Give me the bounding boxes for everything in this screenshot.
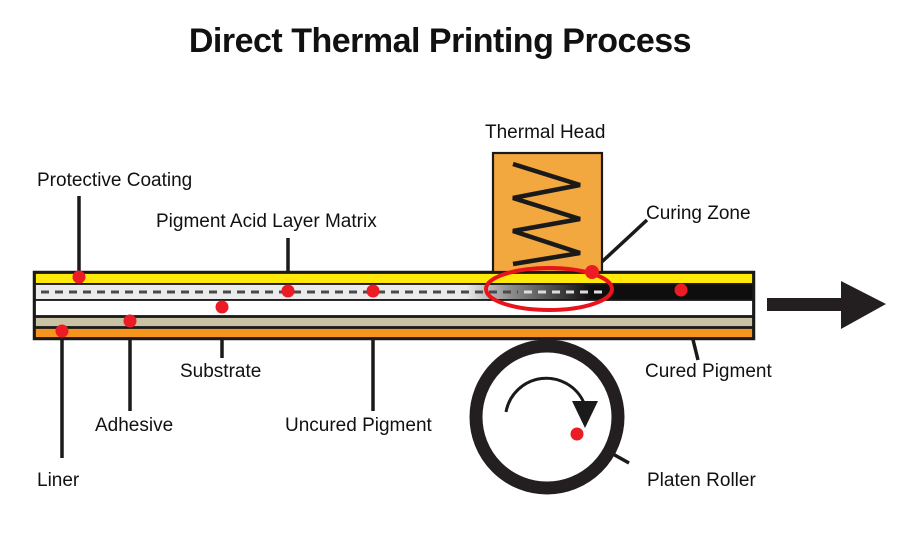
label-curing-zone: Curing Zone bbox=[646, 203, 751, 224]
page-title: Direct Thermal Printing Process bbox=[188, 22, 692, 60]
curing-zone-ellipse bbox=[484, 266, 614, 312]
label-platen-roller: Platen Roller bbox=[647, 470, 756, 491]
layer-substrate bbox=[34, 299, 754, 317]
label-adhesive: Adhesive bbox=[95, 415, 174, 436]
strip-outline bbox=[32, 270, 756, 341]
layer-liner bbox=[34, 327, 754, 339]
layer-protective-coating bbox=[34, 272, 754, 285]
thermal-head-box bbox=[491, 151, 604, 274]
marker-dot-liner bbox=[55, 324, 69, 338]
label-substrate: Substrate bbox=[180, 361, 262, 382]
platen-roller-circle bbox=[469, 339, 625, 495]
label-liner: Liner bbox=[37, 470, 80, 491]
marker-dots bbox=[55, 265, 688, 441]
marker-dot-adhesive bbox=[123, 314, 137, 328]
marker-dot-protective-coating bbox=[72, 270, 86, 284]
label-uncured-pigment: Uncured Pigment bbox=[285, 415, 432, 436]
label-protective-coating: Protective Coating bbox=[37, 170, 193, 191]
layer-adhesive bbox=[34, 316, 754, 328]
feed-direction-arrow-icon bbox=[767, 281, 886, 329]
platen-roller bbox=[469, 339, 625, 495]
marker-dot-substrate bbox=[215, 300, 229, 314]
marker-dot-curing-zone bbox=[585, 265, 599, 279]
heater-zigzag-icon bbox=[512, 161, 581, 267]
marker-dot-cured-pigment bbox=[674, 283, 688, 297]
marker-dot-pigment-acid bbox=[281, 284, 295, 298]
label-cured-pigment: Cured Pigment bbox=[645, 361, 772, 382]
label-thermal-head: Thermal Head bbox=[485, 122, 606, 143]
thermal-head bbox=[491, 151, 604, 274]
marker-dot-uncured-pigment bbox=[366, 284, 380, 298]
media-strip bbox=[32, 270, 756, 341]
rotation-arrow-icon bbox=[504, 376, 586, 413]
label-pigment-acid-layer-matrix: Pigment Acid Layer Matrix bbox=[156, 211, 377, 232]
rotation-arrowhead-icon bbox=[572, 401, 598, 428]
marker-dot-platen-roller bbox=[570, 427, 584, 441]
